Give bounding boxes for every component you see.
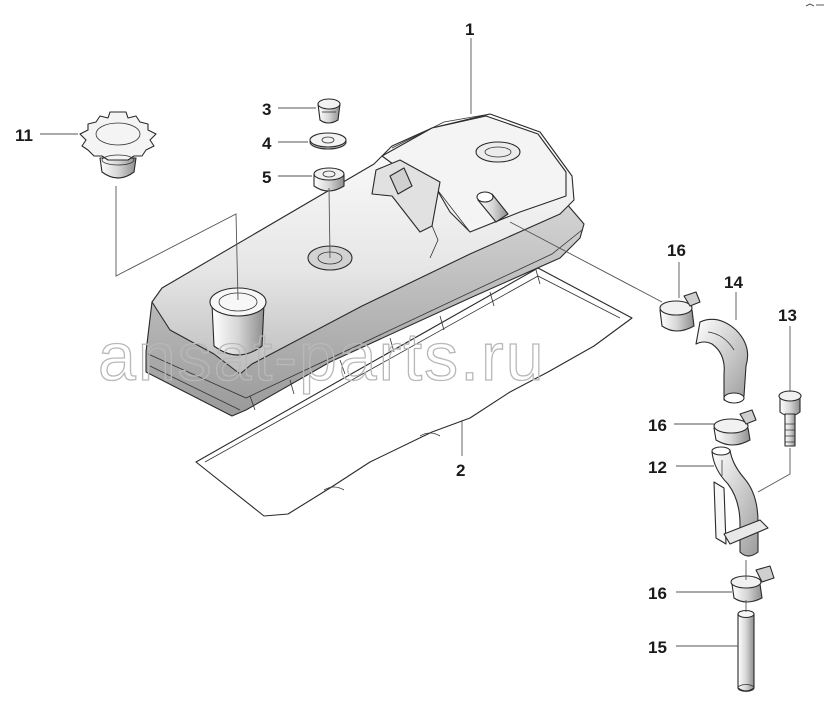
hose-clamp-part-16-middle — [713, 409, 757, 446]
watermark-text: ansat-parts.ru — [98, 319, 546, 395]
callout-15: 15 — [648, 638, 667, 657]
pipe-part-15 — [737, 609, 755, 692]
hose-clamp-part-16-upper — [659, 291, 701, 332]
callout-16-upper: 16 — [667, 241, 686, 260]
assembly-lines — [115, 186, 791, 612]
washer-part-4 — [309, 132, 347, 150]
bushing-part-5 — [313, 167, 345, 192]
callout-2: 2 — [456, 461, 465, 480]
callout-11: 11 — [15, 126, 33, 145]
corner-mark — [805, 3, 824, 7]
callout-16-middle: 16 — [648, 416, 667, 435]
callout-13: 13 — [778, 306, 797, 325]
hose-clamp-part-16-lower — [730, 565, 775, 603]
valve-cover — [145, 113, 585, 417]
callout-16-lower: 16 — [648, 584, 667, 603]
callout-1: 1 — [465, 20, 474, 39]
callout-4: 4 — [262, 134, 272, 153]
callout-3: 3 — [262, 100, 271, 119]
bolt-part-13 — [778, 390, 802, 447]
callout-12: 12 — [648, 458, 667, 477]
bolt-part-3 — [317, 98, 341, 124]
oil-cap-part-11 — [79, 111, 157, 179]
callout-labels: 1 3 4 5 11 2 16 14 13 16 12 16 15 — [15, 20, 797, 657]
callout-5: 5 — [262, 168, 271, 187]
bent-tube-part-12 — [711, 446, 769, 557]
hose-part-14 — [695, 318, 749, 404]
callout-leaders — [40, 38, 791, 647]
callout-14: 14 — [724, 273, 743, 292]
